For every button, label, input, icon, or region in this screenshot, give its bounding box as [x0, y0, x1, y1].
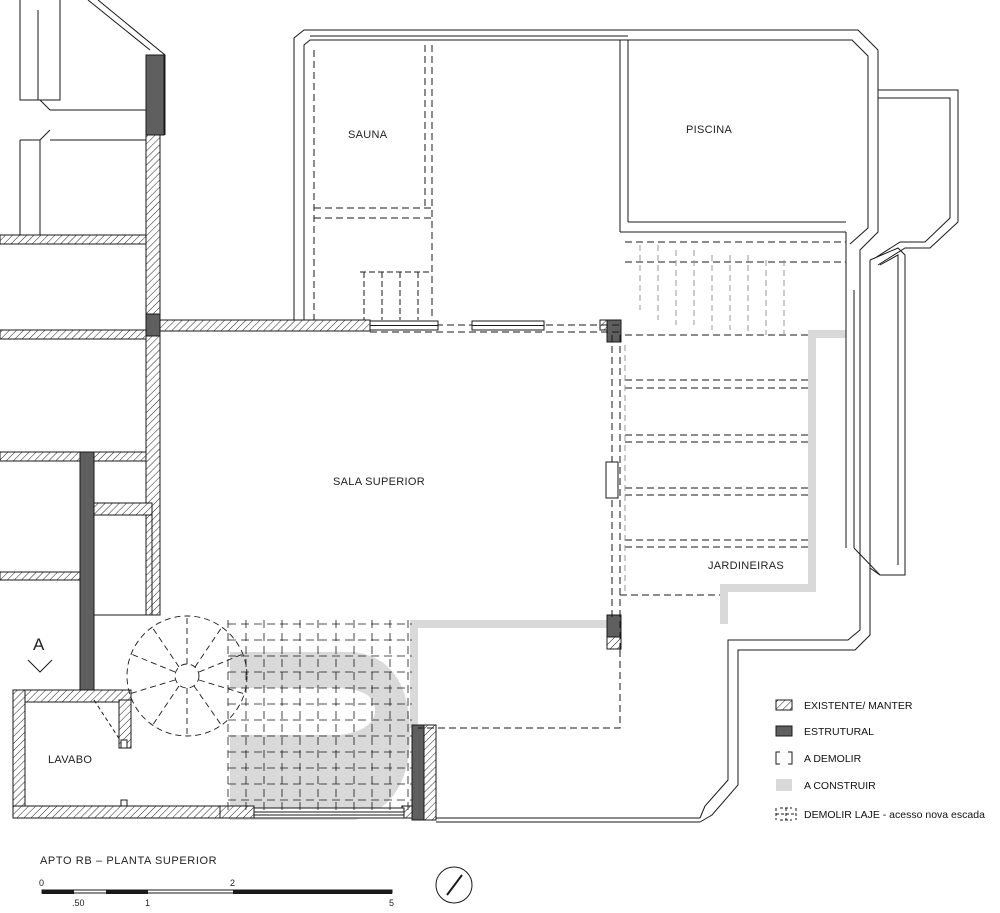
scale-bar: 0 .50 1 2 5 [39, 878, 394, 908]
legend-label-estrutural: ESTRUTURAL [804, 726, 874, 738]
legend-label-demolir: A DEMOLIR [804, 753, 862, 765]
windows [369, 320, 619, 499]
sala-walls [159, 319, 700, 823]
legend-swatch-demolir-laje [775, 807, 797, 821]
room-label-jardineiras: JARDINEIRAS [708, 560, 784, 572]
scale-label-5: 5 [389, 898, 394, 908]
drawing-title: APTO RB – PLANTA SUPERIOR [40, 855, 217, 867]
room-label-lavabo: LAVABO [48, 754, 92, 766]
scale-label-0: 0 [39, 878, 44, 888]
construct-areas [230, 330, 846, 820]
legend: EXISTENTE/ MANTER ESTRUTURAL A DEMOLIR A… [775, 699, 985, 821]
section-marker: A [27, 635, 53, 673]
lavabo-walls [12, 689, 255, 819]
legend-label-construir: A CONSTRUIR [804, 780, 876, 792]
left-building [0, 0, 166, 701]
room-label-sala-superior: SALA SUPERIOR [333, 476, 425, 488]
north-arrow-icon [435, 866, 473, 904]
outer-outline [293, 29, 959, 823]
legend-swatch-existente [775, 699, 793, 711]
legend-label-existente: EXISTENTE/ MANTER [804, 700, 913, 712]
demolish-elements [313, 45, 846, 729]
section-marker-label: A [33, 635, 45, 654]
old-stair-treads [360, 271, 432, 320]
scale-label-050: .50 [72, 898, 85, 908]
legend-swatch-construir [776, 779, 792, 791]
room-label-piscina: PISCINA [686, 124, 732, 136]
jardineira-steps [624, 245, 785, 595]
spiral-stair [126, 615, 248, 737]
legend-label-demolir-laje: DEMOLIR LAJE - acesso nova escada [804, 809, 985, 821]
scale-label-1: 1 [145, 898, 150, 908]
legend-swatch-demolir [775, 751, 793, 765]
legend-swatch-estrutural [775, 725, 793, 737]
scale-label-2: 2 [230, 878, 235, 888]
new-stair-grid [227, 620, 412, 810]
room-label-sauna: SAUNA [348, 129, 388, 141]
